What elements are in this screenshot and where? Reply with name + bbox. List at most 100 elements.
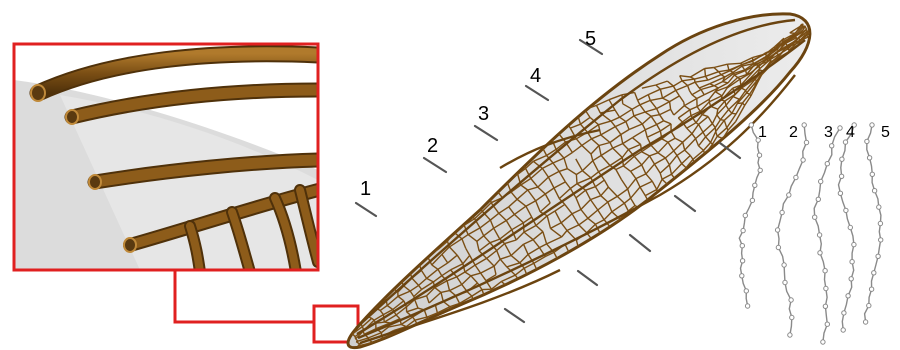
vein-segment [566,262,578,273]
vein-segment [403,253,411,261]
vein-segment [473,320,485,323]
vein-segment [518,307,524,313]
vein-segment [579,281,588,289]
vein-segment [383,272,386,277]
profile-node [802,123,806,127]
vein-segment [543,124,554,133]
section-label-3: 3 [478,103,489,125]
profile-node [804,140,808,144]
vein-segment [514,299,518,307]
profile-label-3: 3 [824,124,833,141]
vein-segment [542,296,546,305]
vein-segment [424,220,430,228]
vein-segment [608,259,618,269]
vein-segment [425,338,428,344]
vein-segment [446,320,458,323]
vein-segment [553,284,561,288]
profile-node [824,286,828,290]
vein-segment [373,346,374,347]
vein-segment [583,267,595,272]
vein-segment [424,247,427,255]
vein-segment [428,236,430,243]
vein-segment [430,210,440,220]
profile-node [750,198,754,202]
vein-segment [664,205,669,214]
vein-segment [435,324,447,328]
vein-segment [595,257,603,266]
vein-segment [370,296,373,304]
vein-segment [601,235,605,245]
vein-segment [464,202,465,210]
vein-segment [611,228,617,236]
vein-segment [403,262,409,267]
vein-segment [420,327,435,332]
profile-node [839,174,843,178]
vein-segment [447,217,451,226]
vein-segment [646,222,653,228]
profile-node [789,298,793,302]
vein-segment [523,136,534,141]
profile-node [872,189,876,193]
section-label-4: 4 [530,65,541,87]
vein-segment [492,324,501,325]
vein-segment [447,209,453,218]
profile-node [870,172,874,176]
vein-segment [407,332,409,337]
vein-segment [370,318,372,319]
profile-node [790,315,794,319]
profile-node [846,294,850,298]
vein-segment [669,205,678,214]
vein-segment [453,209,457,218]
vein-segment [424,228,428,236]
vein-segment [373,345,388,347]
vein-segment [501,320,513,324]
vein-segment [435,217,447,228]
section-label-1: 1 [360,178,371,200]
vein-segment [657,205,664,215]
vein-segment [538,283,548,288]
vein-segment [345,324,349,326]
vein-segment [523,141,528,151]
profile-node [744,289,748,293]
vein-segment [467,316,473,323]
vein-segment [415,228,424,238]
vein-segment [414,259,418,262]
vein-segment [466,184,469,195]
wing [345,14,810,350]
vein-segment [680,187,687,190]
vein-segment [494,161,498,172]
vein-segment [435,327,440,331]
profile-line-1 [739,125,760,306]
vein-segment [411,253,415,259]
profile-node [745,304,749,308]
vein-segment [393,271,400,273]
vein-segment [451,226,455,232]
vein-segment [481,181,490,187]
vein-segment [650,204,658,214]
vein-segment [625,246,635,254]
vein-segment [385,271,392,277]
profile-node [867,156,871,160]
vein-segment [385,341,388,345]
profile-node [870,123,874,127]
vein-segment [440,210,446,218]
vein-segment [605,245,611,252]
vein-segment [504,149,511,154]
vein-segment [640,222,646,228]
profile-node [775,228,779,232]
vein-segment [412,338,424,340]
vein-segment [490,181,496,190]
vein-segment [496,314,501,324]
profile-node [794,175,798,179]
profile-node [823,269,827,273]
vein-segment [593,241,596,252]
section-label-5: 5 [585,28,596,50]
vein-segment [605,235,618,245]
vein-segment [493,304,496,314]
profile-node [783,280,787,284]
vein-segment [373,284,378,290]
profile-node [872,271,876,275]
vein-segment [546,298,561,304]
vein-segment [453,202,464,209]
vein-segment [415,238,418,242]
